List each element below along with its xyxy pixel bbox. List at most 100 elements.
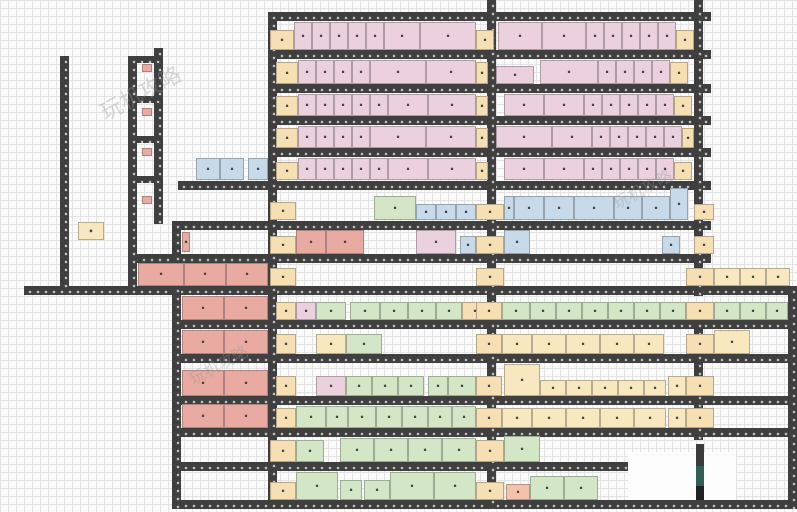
tile[interactable]: ▪ (428, 376, 448, 396)
tile[interactable]: ▪ (448, 376, 476, 396)
tile[interactable]: ▪ (476, 302, 502, 320)
tile[interactable]: ▪ (276, 162, 298, 180)
tile[interactable]: ▪ (316, 302, 346, 320)
tile[interactable]: ▪ (502, 334, 532, 354)
tile[interactable]: ▪ (370, 126, 426, 148)
tile[interactable]: ▪ (476, 482, 504, 500)
tile[interactable]: ▪ (316, 334, 346, 354)
tile[interactable]: ▪ (662, 236, 680, 254)
tile[interactable]: ▪ (270, 268, 296, 286)
tile[interactable]: ▪ (584, 94, 602, 116)
tile[interactable]: ▪ (544, 94, 584, 116)
tile[interactable]: ▪ (370, 158, 388, 180)
tile[interactable]: ▪ (556, 302, 582, 320)
tile[interactable]: ▪ (374, 196, 416, 220)
tile[interactable]: ▪ (610, 126, 628, 148)
tile[interactable]: ▪ (476, 236, 504, 254)
tile[interactable]: ▪ (668, 376, 686, 396)
tile[interactable]: ▪ (348, 406, 376, 428)
tile[interactable]: ▪ (622, 22, 640, 50)
tile[interactable]: ▪ (634, 60, 652, 84)
tile[interactable]: ▪ (642, 196, 670, 220)
tile[interactable]: ▪ (224, 330, 268, 354)
tile[interactable]: ▪ (476, 334, 502, 354)
tile[interactable]: ▪ (502, 408, 532, 428)
tile[interactable]: ▪ (586, 22, 604, 50)
tile[interactable]: ▪ (426, 60, 476, 84)
tile[interactable]: ▪ (644, 380, 666, 396)
tile[interactable]: ▪ (740, 302, 766, 320)
tile[interactable]: ▪ (676, 30, 694, 50)
tile[interactable]: ▪ (766, 302, 788, 320)
tile[interactable]: ▪ (426, 126, 476, 148)
tile[interactable]: ▪ (270, 440, 296, 462)
tile[interactable]: ▪ (600, 408, 634, 428)
tile[interactable]: ▪ (276, 96, 298, 116)
tile[interactable]: ▪ (600, 334, 634, 354)
tile[interactable]: ▪ (652, 60, 670, 84)
tile[interactable]: ▪ (326, 230, 364, 254)
tile[interactable]: ▪ (182, 370, 224, 396)
tile[interactable]: ▪ (608, 302, 634, 320)
tile[interactable]: ▪ (614, 196, 642, 220)
tile[interactable]: ▪ (634, 408, 666, 428)
tile[interactable]: ▪ (592, 126, 610, 148)
tile[interactable]: ▪ (668, 408, 686, 428)
tile[interactable]: ▪ (456, 204, 476, 220)
tile[interactable]: ▪ (618, 380, 644, 396)
tile[interactable]: ▪ (276, 376, 296, 396)
tile[interactable]: ▪ (442, 438, 476, 462)
tile[interactable]: ▪ (604, 22, 622, 50)
tile[interactable]: ▪ (276, 128, 298, 148)
tile[interactable]: ▪ (182, 296, 224, 320)
tile[interactable]: ▪ (686, 302, 714, 320)
tile[interactable]: ▪ (476, 96, 488, 116)
tile[interactable]: ▪ (504, 436, 540, 462)
tile[interactable]: ▪ (646, 126, 664, 148)
tile[interactable]: ▪ (184, 263, 226, 286)
tile[interactable]: ▪ (296, 230, 326, 254)
tile[interactable]: ▪ (476, 408, 502, 428)
tile[interactable]: ▪ (638, 158, 656, 180)
tile[interactable]: ▪ (634, 302, 660, 320)
tile[interactable]: ▪ (224, 370, 268, 396)
tile[interactable]: ▪ (416, 204, 436, 220)
tile[interactable]: ▪ (298, 158, 316, 180)
tile[interactable]: ▪ (476, 376, 502, 396)
tile[interactable]: ▪ (408, 438, 442, 462)
tile[interactable]: ▪ (316, 60, 334, 84)
tile[interactable]: ▪ (402, 406, 428, 428)
tile[interactable]: ▪ (674, 96, 692, 116)
tile[interactable]: ▪ (296, 472, 338, 500)
tile[interactable]: ▪ (670, 62, 688, 84)
tile[interactable]: ▪ (598, 60, 616, 84)
tile[interactable]: ▪ (296, 406, 326, 428)
tile[interactable]: ▪ (714, 268, 740, 286)
tile[interactable]: ▪ (740, 268, 766, 286)
tile[interactable]: ▪ (388, 94, 428, 116)
tile[interactable]: ▪ (346, 334, 382, 354)
tile[interactable]: ▪ (364, 480, 390, 500)
tile[interactable]: ▪ (436, 204, 456, 220)
tile[interactable]: ▪ (352, 158, 370, 180)
tile[interactable]: ▪ (504, 94, 544, 116)
tile[interactable]: ▪ (298, 94, 316, 116)
tile[interactable]: ▪ (496, 126, 552, 148)
tile[interactable]: ▪ (346, 376, 372, 396)
tile[interactable]: ▪ (348, 22, 366, 50)
tile[interactable]: ▪ (504, 230, 530, 254)
tile[interactable]: ▪ (504, 196, 514, 220)
tile[interactable]: ▪ (656, 94, 674, 116)
tile[interactable]: ▪ (434, 472, 476, 500)
tile[interactable]: ▪ (656, 158, 674, 180)
tile[interactable]: ▪ (714, 330, 750, 354)
tile[interactable]: ▪ (682, 128, 694, 148)
tile[interactable]: ▪ (660, 302, 686, 320)
tile[interactable]: ▪ (334, 60, 352, 84)
tile[interactable]: ▪ (476, 440, 504, 462)
tile[interactable]: ▪ (340, 480, 362, 500)
tile[interactable]: ▪ (334, 94, 352, 116)
tile[interactable]: ▪ (316, 158, 334, 180)
tile[interactable]: ▪ (182, 232, 190, 252)
tile[interactable]: ▪ (686, 268, 714, 286)
